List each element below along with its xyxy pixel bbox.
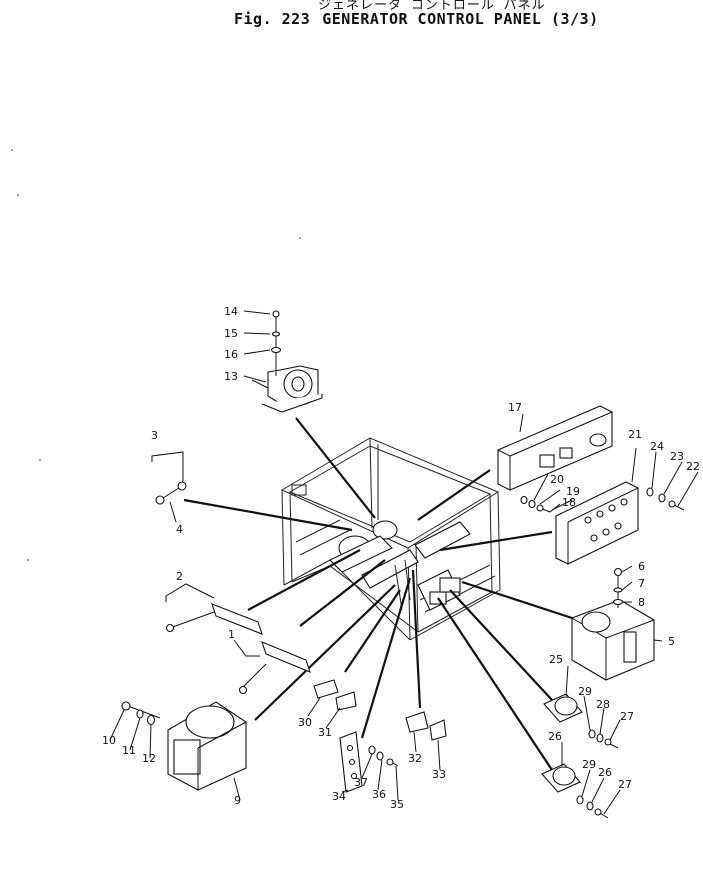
callout-31: 31 — [318, 726, 332, 739]
leader-lines — [183, 417, 573, 771]
callout-7: 7 — [638, 577, 645, 590]
callout-17: 17 — [508, 401, 522, 414]
callout-27-b: 27 — [618, 778, 632, 791]
callout-2: 2 — [176, 570, 183, 583]
japanese-subtitle: ジェネレータ コントロール パネル — [318, 0, 546, 13]
part-25-meter — [543, 693, 619, 749]
part-3-4-bolt-assembly — [151, 451, 187, 505]
callout-15: 15 — [224, 327, 238, 340]
callout-23: 23 — [670, 450, 684, 463]
callout-29-b: 29 — [582, 758, 596, 771]
callout-28: 28 — [596, 698, 610, 711]
callout-labels: 14 15 16 13 3 4 2 1 17 21 24 23 22 20 19… — [102, 305, 700, 811]
callout-16: 16 — [224, 348, 238, 361]
part-21-switch-plate — [555, 447, 699, 565]
figure-caption: GENERATOR CONTROL PANEL (3/3) — [322, 10, 599, 28]
callout-26-b: 26 — [598, 766, 612, 779]
callout-13: 13 — [224, 370, 238, 383]
callout-36: 36 — [372, 788, 386, 801]
part-26-meter — [541, 763, 609, 819]
callout-33: 33 — [432, 768, 446, 781]
callout-30: 30 — [298, 716, 312, 729]
callout-6: 6 — [638, 560, 645, 573]
callout-19: 19 — [566, 485, 580, 498]
callout-34: 34 — [332, 790, 346, 803]
part-34-terminal-block — [339, 731, 399, 793]
callout-25: 25 — [549, 653, 563, 666]
callout-1: 1 — [228, 628, 235, 641]
part-30-31-connectors — [313, 679, 357, 711]
part-5-transformer — [571, 567, 655, 681]
part-32-33-connectors — [405, 711, 447, 741]
figure-title: Fig. 223 GENERATOR CONTROL PANEL (3/3) — [234, 10, 599, 28]
callout-27-a: 27 — [620, 710, 634, 723]
callout-20: 20 — [550, 473, 564, 486]
figure-number: Fig. 223 — [234, 10, 311, 28]
callout-4: 4 — [176, 523, 183, 536]
callout-22: 22 — [686, 460, 700, 473]
callout-8: 8 — [638, 596, 645, 609]
callout-18: 18 — [562, 496, 576, 509]
callout-5: 5 — [668, 635, 675, 648]
part-18-20-screws — [520, 495, 561, 513]
callout-21: 21 — [628, 428, 642, 441]
part-9-main-transformer — [121, 701, 247, 791]
callout-12: 12 — [142, 752, 156, 765]
callout-24: 24 — [650, 440, 664, 453]
callout-29-a: 29 — [578, 685, 592, 698]
callout-35: 35 — [390, 798, 404, 811]
panel-frame — [280, 437, 501, 641]
part-1-2-terminal-blocks — [165, 583, 311, 695]
callout-9: 9 — [234, 794, 241, 807]
page-header: ジェネレータ コントロール パネル Fig. 223 GENERATOR CONT… — [0, 0, 703, 36]
callout-32: 32 — [408, 752, 422, 765]
part-13-current-transformer — [261, 310, 323, 413]
callout-3: 3 — [151, 429, 158, 442]
callout-37: 37 — [354, 776, 368, 789]
callout-14: 14 — [224, 305, 238, 318]
part-17-relay-bracket — [497, 405, 613, 491]
callout-10: 10 — [102, 734, 116, 747]
callout-26-a: 26 — [548, 730, 562, 743]
callout-hairlines — [109, 310, 663, 815]
callout-11: 11 — [122, 744, 136, 757]
